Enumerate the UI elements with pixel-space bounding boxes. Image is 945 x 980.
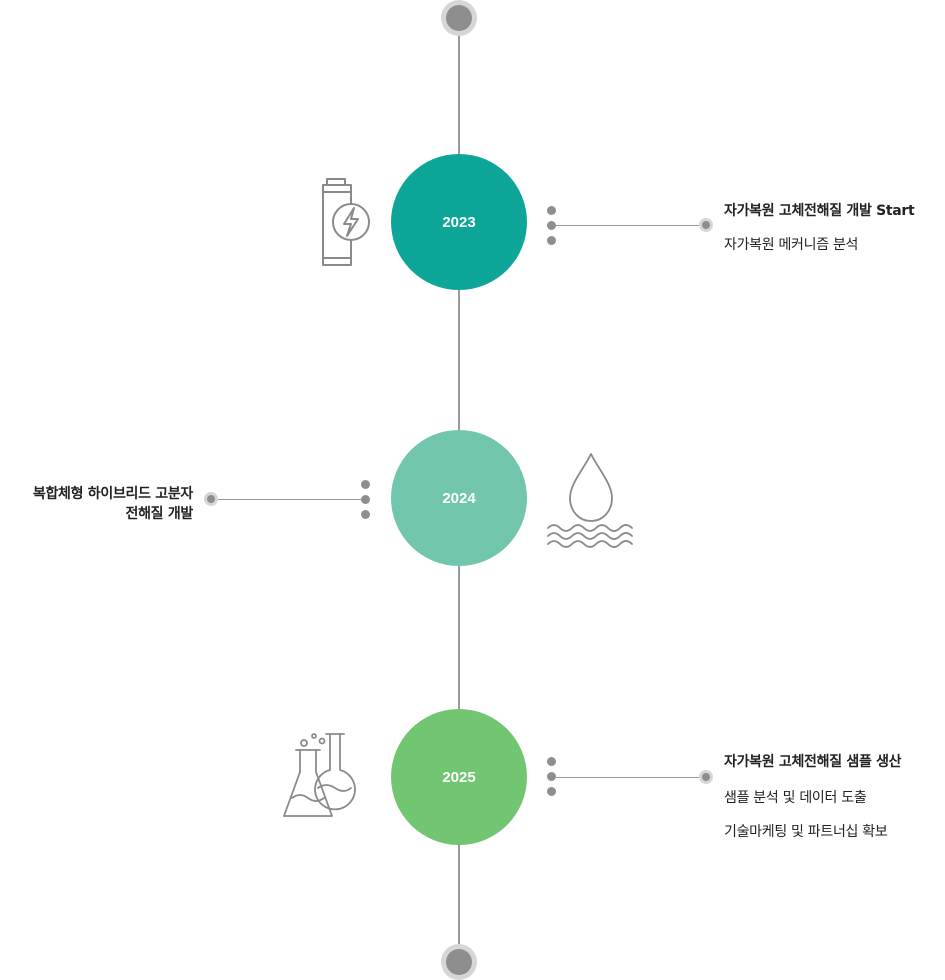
connector-dot: [361, 510, 370, 519]
year-circle-2024: 2024: [391, 430, 527, 566]
connector-dot: [547, 787, 556, 796]
connector-end-dot: [207, 495, 215, 503]
connector-dot: [547, 236, 556, 245]
milestone-detail-2025: 기술마케팅 및 파트너십 확보: [724, 824, 888, 840]
connector-dot: [547, 772, 556, 781]
connector-dot: [547, 221, 556, 230]
connector-dot: [547, 757, 556, 766]
water-drop-icon: [547, 453, 633, 548]
connector-dot: [361, 480, 370, 489]
year-circle-2023: 2023: [391, 154, 527, 290]
battery-charging-icon: [322, 178, 370, 266]
connector-line: [556, 777, 704, 778]
milestone-title-2024-line1: 복합체형 하이브리드 고분자: [32, 486, 193, 502]
connector-line: [216, 499, 362, 500]
connector-dot: [361, 495, 370, 504]
connector-line: [556, 225, 704, 226]
year-label: 2025: [442, 768, 476, 786]
milestone-title-2025: 자가복원 고체전해질 샘플 생산: [724, 754, 902, 770]
year-label: 2024: [442, 489, 476, 507]
milestone-title-2024-line2: 전해질 개발: [125, 506, 194, 522]
year-circle-2025: 2025: [391, 709, 527, 845]
timeline-start-dot: [446, 5, 472, 31]
timeline-end-dot: [446, 949, 472, 975]
milestone-detail-2025: 샘플 분석 및 데이터 도출: [724, 790, 867, 806]
year-label: 2023: [442, 213, 476, 231]
connector-end-dot: [702, 221, 710, 229]
milestone-title-2023: 자가복원 고체전해질 개발 Start: [724, 203, 915, 219]
milestone-detail-2023: 자가복원 메커니즘 분석: [724, 237, 859, 253]
connector-dot: [547, 206, 556, 215]
connector-end-dot: [702, 773, 710, 781]
lab-flask-icon: [283, 733, 356, 817]
